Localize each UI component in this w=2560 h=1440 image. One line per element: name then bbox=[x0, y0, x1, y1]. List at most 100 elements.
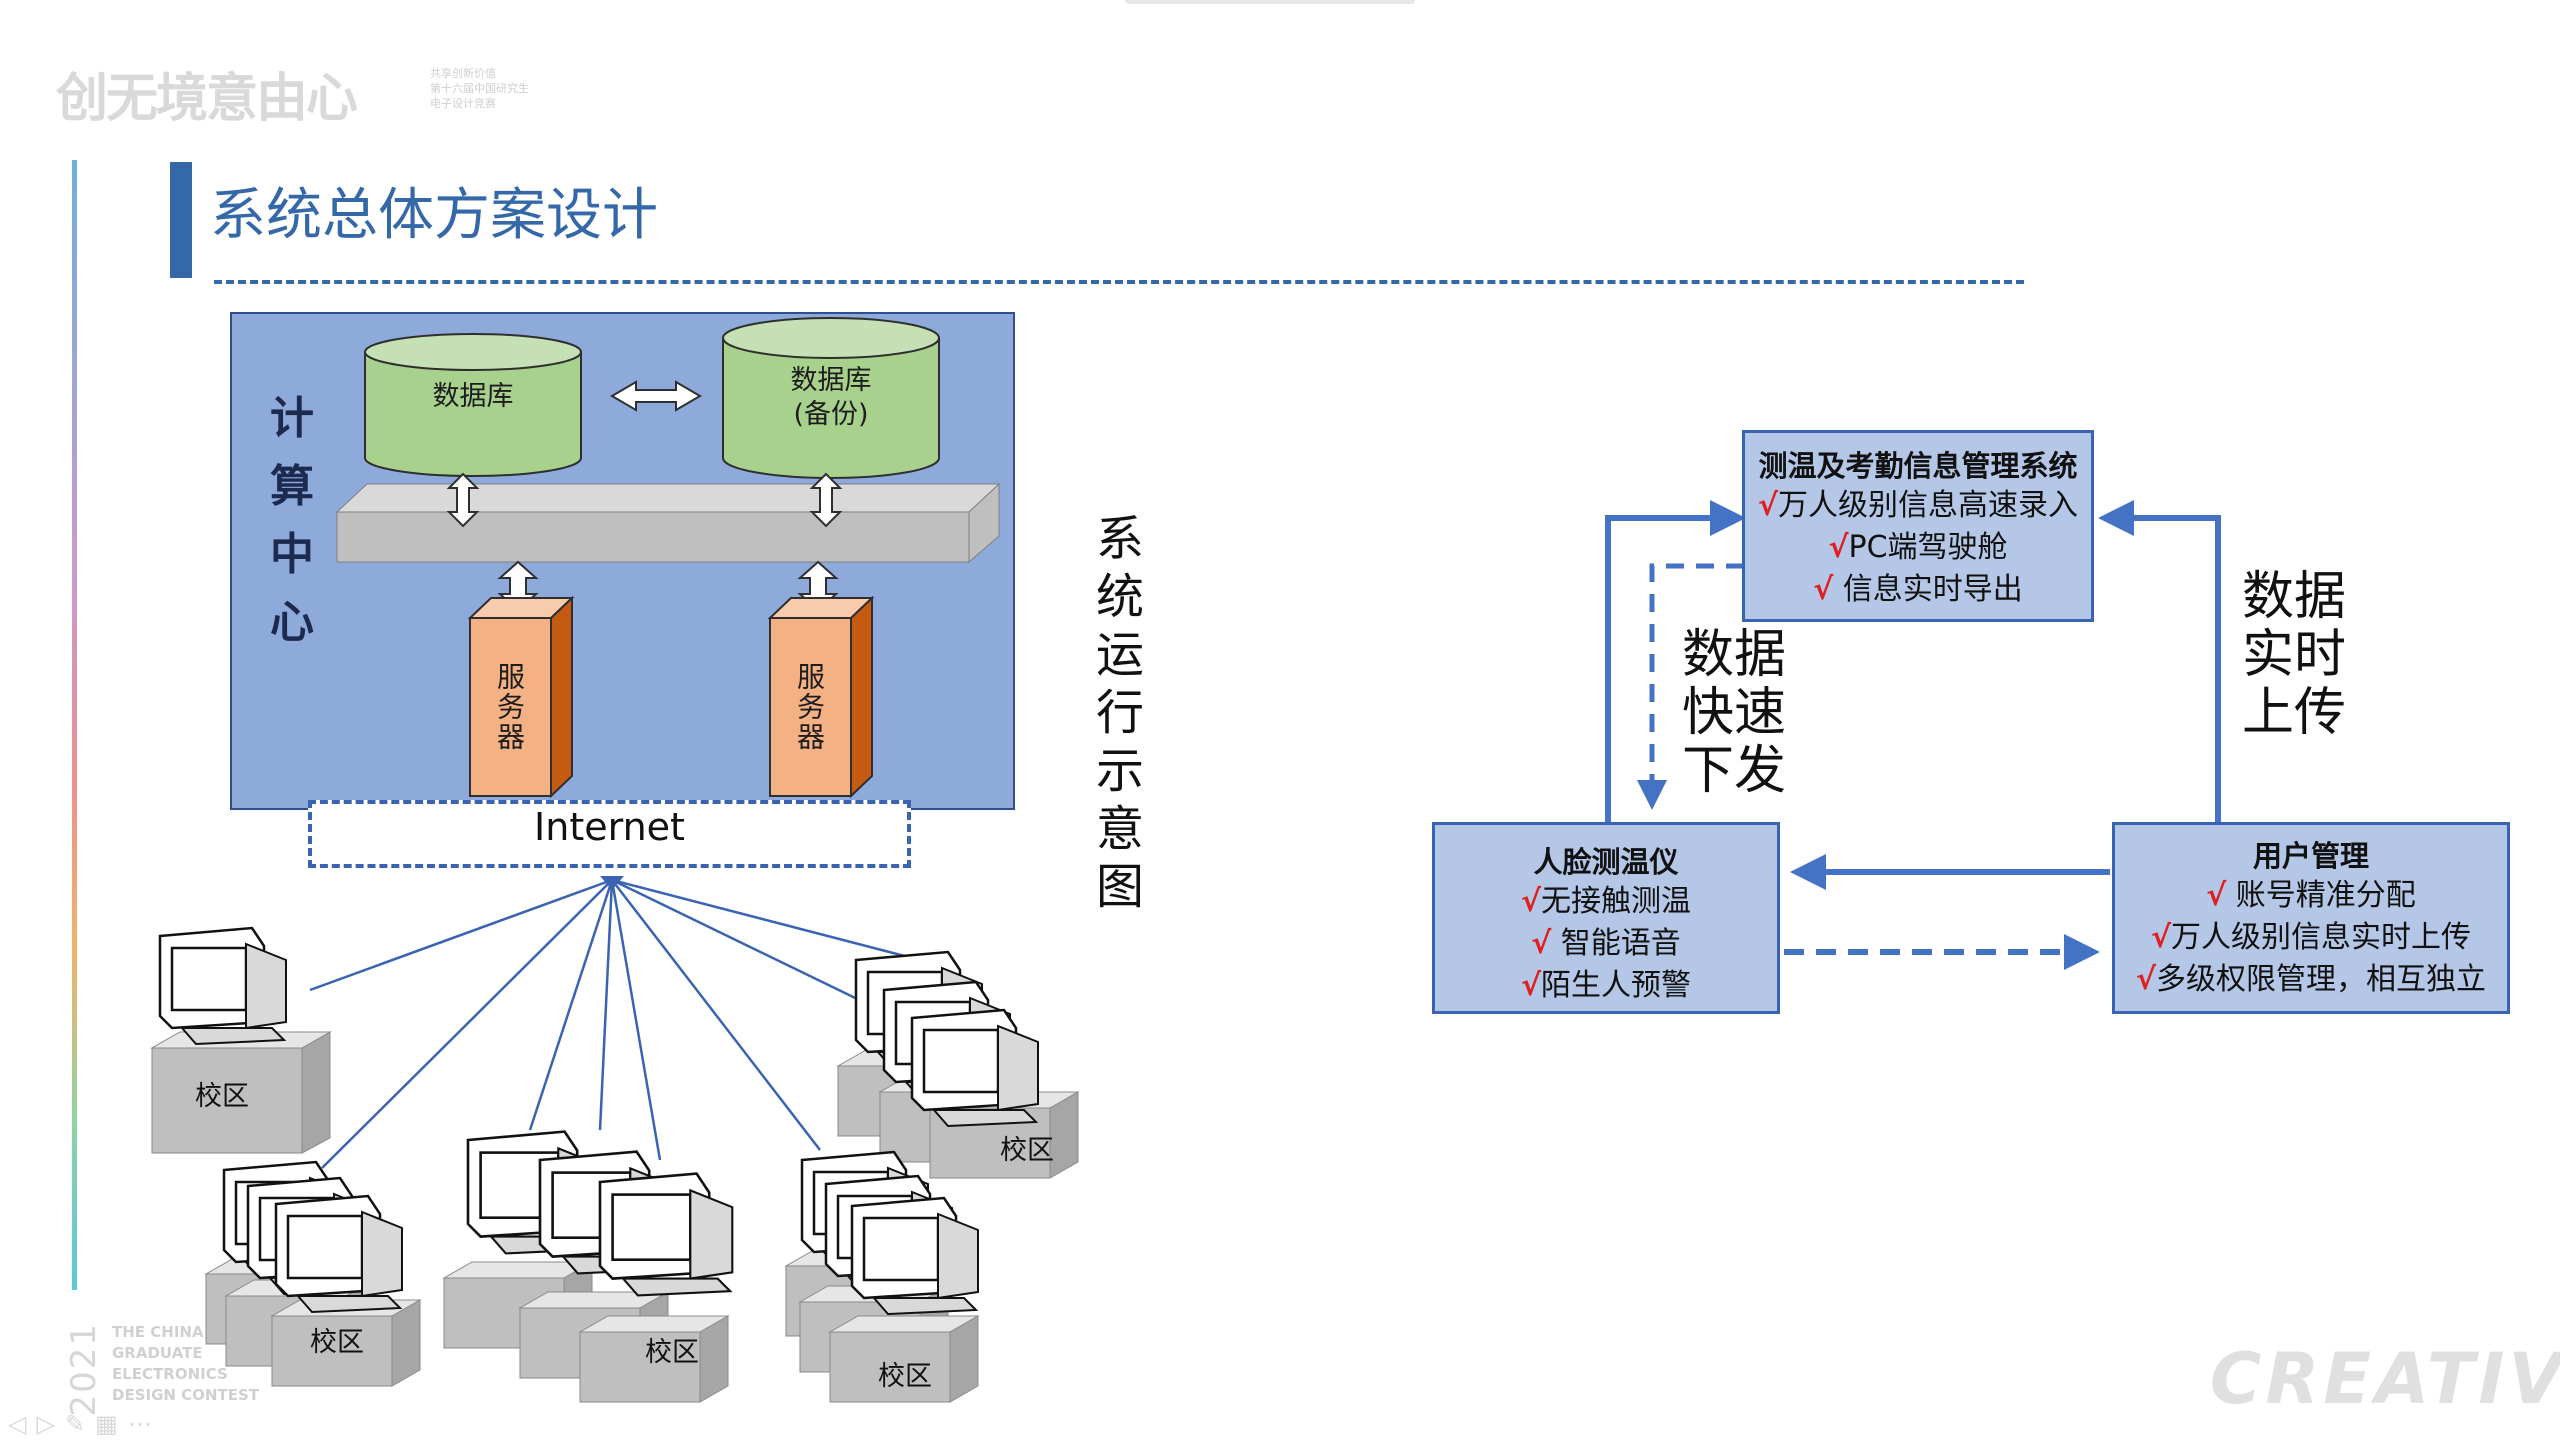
slides-grid-icon[interactable]: ▦ bbox=[95, 1410, 128, 1438]
computing-center-char: 算 bbox=[270, 461, 314, 512]
face-thermometer-box: 人脸测温仪 √无接触测温 √ 智能语音 √陌生人预警 bbox=[1432, 822, 1780, 1014]
label-line: 快速 bbox=[1682, 683, 1787, 743]
computing-center-char: 心 bbox=[270, 597, 314, 648]
caption-char: 意 bbox=[1095, 801, 1144, 857]
arrow-user-to-system bbox=[2098, 500, 2221, 822]
database-backup-label-line: 数据库 bbox=[790, 365, 872, 396]
caption-char: 行 bbox=[1095, 685, 1144, 741]
feature-text: 账号精准分配 bbox=[2235, 878, 2416, 913]
gradient-side-bar bbox=[72, 160, 77, 1290]
server-label: 服务器 bbox=[793, 662, 826, 752]
server-box bbox=[467, 595, 575, 799]
campus-label: 校区 bbox=[878, 1361, 932, 1392]
check-icon: √ bbox=[2135, 962, 2156, 997]
database-cylinder bbox=[364, 333, 582, 477]
user-management-item: √ 账号精准分配 bbox=[2115, 875, 2507, 917]
internet-label: Internet bbox=[534, 805, 685, 849]
contest-year: 2021 bbox=[64, 1322, 104, 1417]
top-tab-indicator bbox=[1125, 0, 1415, 4]
feature-text: 信息实时导出 bbox=[1842, 572, 2023, 607]
caption-char: 图 bbox=[1095, 859, 1144, 915]
feature-text: 无接触测温 bbox=[1541, 884, 1691, 919]
system-diagram-caption: 系 统 运 行 示 意 图 bbox=[1085, 510, 1155, 916]
caption-char: 示 bbox=[1095, 743, 1144, 799]
computing-center-label: 计 算 中 心 bbox=[262, 385, 322, 657]
check-icon: √ bbox=[2150, 920, 2171, 955]
user-management-box: 用户管理 √ 账号精准分配 √万人级别信息实时上传 √多级权限管理，相互独立 bbox=[2112, 822, 2510, 1014]
label-line: 上传 bbox=[2242, 683, 2347, 743]
label-line: 数据 bbox=[1682, 625, 1787, 685]
contest-name: THE CHINA GRADUATE ELECTRONICS DESIGN CO… bbox=[112, 1323, 259, 1404]
caption-char: 系 bbox=[1095, 511, 1144, 567]
feature-text: 万人级别信息实时上传 bbox=[2171, 920, 2471, 955]
internet-hub bbox=[600, 876, 624, 890]
user-management-item: √多级权限管理，相互独立 bbox=[2115, 959, 2507, 1001]
feature-text: 陌生人预警 bbox=[1541, 968, 1691, 1003]
feature-text: PC端驾驶舱 bbox=[1848, 530, 2008, 565]
next-slide-icon[interactable]: ▷ bbox=[36, 1410, 65, 1438]
user-management-item: √万人级别信息实时上传 bbox=[2115, 917, 2507, 959]
data-distribution-label: 数据 快速 下发 bbox=[1682, 626, 1786, 800]
more-options-icon[interactable]: ⋯ bbox=[127, 1410, 162, 1438]
campus-label: 校区 bbox=[195, 1081, 249, 1112]
computing-center-char: 计 bbox=[270, 393, 314, 444]
pen-icon[interactable]: ✎ bbox=[64, 1410, 96, 1438]
label-line: 下发 bbox=[1682, 741, 1787, 801]
management-system-item: √万人级别信息高速录入 bbox=[1745, 485, 2091, 527]
user-management-title: 用户管理 bbox=[2252, 839, 2369, 873]
network-links bbox=[309, 878, 921, 1169]
server-label: 服务器 bbox=[493, 662, 526, 752]
prev-slide-icon[interactable]: ◁ bbox=[8, 1410, 37, 1438]
db-bus-arrow bbox=[446, 472, 480, 528]
management-system-item: √ 信息实时导出 bbox=[1745, 569, 2091, 611]
database-backup-label-line: (备份) bbox=[793, 399, 869, 430]
brand-subtitle: 共享创新价值 第十六届中国研究生 电子设计竞赛 bbox=[430, 67, 529, 110]
check-icon: √ bbox=[2206, 878, 2227, 913]
db-sync-arrow bbox=[610, 380, 702, 412]
check-icon: √ bbox=[1520, 884, 1541, 919]
feature-text: 多级权限管理，相互独立 bbox=[2156, 962, 2486, 997]
check-icon: √ bbox=[1813, 572, 1834, 607]
caption-char: 统 bbox=[1095, 569, 1144, 625]
check-icon: √ bbox=[1828, 530, 1849, 565]
brand-logo-text: 创无境意由心 bbox=[56, 69, 358, 129]
internet-cloud-box bbox=[308, 800, 911, 868]
check-icon: √ bbox=[1757, 488, 1778, 523]
computing-center-char: 中 bbox=[270, 529, 314, 580]
campus-label: 校区 bbox=[310, 1327, 364, 1358]
db-backup-bus-arrow bbox=[809, 472, 843, 528]
creative-watermark: CREATIVE bbox=[2210, 1338, 2560, 1420]
face-thermometer-item: √陌生人预警 bbox=[1435, 965, 1777, 1007]
arrow-system-to-device-dashed bbox=[1637, 563, 1744, 810]
campus-label: 校区 bbox=[645, 1337, 699, 1368]
arrow-device-to-system bbox=[1605, 500, 1746, 822]
page-title: 系统总体方案设计 bbox=[210, 183, 658, 248]
management-system-item: √PC端驾驶舱 bbox=[1745, 527, 2091, 569]
face-thermometer-item: √ 智能语音 bbox=[1435, 923, 1777, 965]
data-upload-label: 数据 实时 上传 bbox=[2242, 568, 2346, 742]
face-thermometer-title: 人脸测温仪 bbox=[1533, 845, 1679, 879]
server-box bbox=[767, 595, 875, 799]
caption-char: 运 bbox=[1095, 627, 1144, 683]
feature-text: 智能语音 bbox=[1560, 926, 1681, 961]
label-line: 数据 bbox=[2242, 567, 2347, 627]
check-icon: √ bbox=[1520, 968, 1541, 1003]
face-thermometer-item: √无接触测温 bbox=[1435, 881, 1777, 923]
slide-nav-controls[interactable]: ◁▷✎▦⋯ bbox=[8, 1410, 162, 1438]
database-label: 数据库 bbox=[432, 381, 514, 412]
title-divider bbox=[214, 280, 2024, 284]
label-line: 实时 bbox=[2242, 625, 2347, 685]
campus-label: 校区 bbox=[1000, 1135, 1054, 1166]
campus-cluster-a bbox=[150, 926, 332, 1154]
data-bus-bar bbox=[335, 482, 1001, 564]
check-icon: √ bbox=[1531, 926, 1552, 961]
database-backup-label: 数据库 (备份) bbox=[723, 364, 939, 432]
management-system-box: 测温及考勤信息管理系统 √万人级别信息高速录入 √PC端驾驶舱 √ 信息实时导出 bbox=[1742, 430, 2094, 622]
title-accent-bar bbox=[170, 162, 192, 278]
feature-text: 万人级别信息高速录入 bbox=[1778, 488, 2078, 523]
management-system-title: 测温及考勤信息管理系统 bbox=[1758, 449, 2078, 483]
